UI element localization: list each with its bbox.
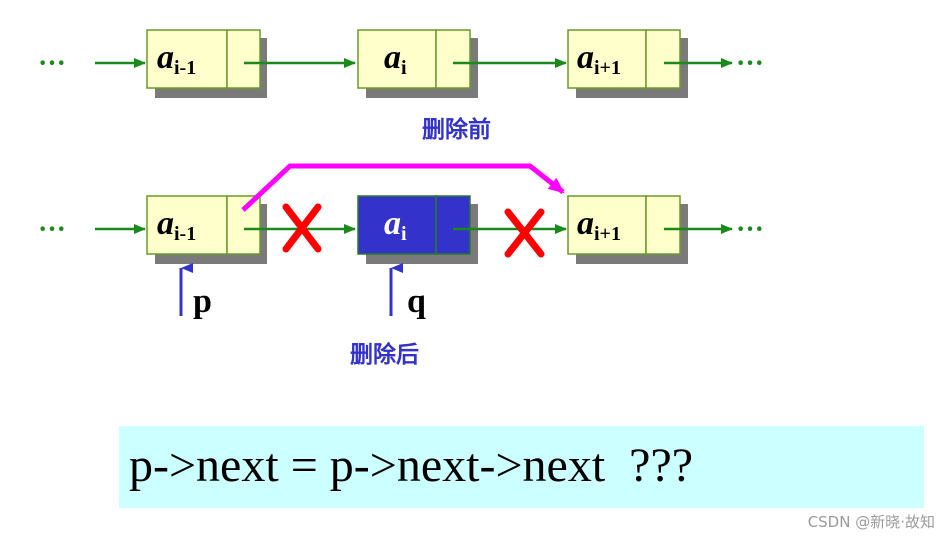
node-prev-after: ai-1 (146, 195, 267, 264)
ellipsis-right-before: ··· (736, 48, 764, 79)
node-prev-before: ai-1 (146, 29, 267, 98)
svg-text:ai-1: ai-1 (157, 39, 196, 79)
node-cur-before-sub: i (401, 57, 407, 79)
watermark: CSDN @新晓·故知 (807, 513, 935, 531)
node-prev-before-base: a (157, 39, 174, 76)
node-prev-after-base: a (157, 205, 174, 242)
formula-text: p->next = p->next->next ??? (129, 439, 694, 492)
cross-icon-left (282, 203, 322, 253)
node-next-before-base: a (577, 39, 594, 76)
svg-text:ai-1: ai-1 (157, 205, 196, 245)
node-prev-after-sub: i-1 (174, 223, 196, 245)
caption-before: 删除前 (422, 116, 491, 143)
pointer-p: p (179, 263, 212, 320)
svg-text:ai: ai (384, 39, 407, 79)
ellipsis-right-after: ··· (736, 214, 764, 245)
pointer-q-label: q (407, 283, 426, 320)
linked-list-diagram: ··· ai-1 ai ai+1 ··· 删除前 ··· (38, 29, 764, 368)
formula-box: p->next = p->next->next ??? (119, 426, 924, 508)
node-next-before-sub: i+1 (594, 57, 621, 79)
node-next-before: ai+1 (567, 29, 688, 98)
node-cur-before-base: a (384, 39, 401, 76)
node-cur-deleted-sub: i (401, 223, 407, 245)
row-after: ··· ai-1 ai ai+1 ··· (38, 163, 764, 368)
ellipsis-left-before: ··· (38, 48, 66, 79)
cross-icon-right (504, 208, 545, 258)
node-prev-before-sub: i-1 (174, 57, 196, 79)
node-next-after-base: a (577, 205, 594, 242)
svg-text:ai: ai (384, 205, 407, 245)
node-next-after-sub: i+1 (594, 223, 621, 245)
ellipsis-left-after: ··· (38, 214, 66, 245)
bypass-arrow (241, 163, 565, 212)
svg-text:ai+1: ai+1 (577, 39, 621, 79)
svg-text:ai+1: ai+1 (577, 205, 621, 245)
pointer-q: q (389, 263, 426, 320)
caption-after: 删除后 (350, 341, 419, 368)
node-next-after: ai+1 (567, 195, 688, 264)
node-cur-before: ai (357, 29, 478, 98)
row-before: ··· ai-1 ai ai+1 ··· 删除前 (38, 29, 764, 143)
node-cur-deleted-base: a (384, 205, 401, 242)
node-cur-deleted: ai (357, 195, 478, 264)
pointer-p-label: p (193, 283, 212, 320)
